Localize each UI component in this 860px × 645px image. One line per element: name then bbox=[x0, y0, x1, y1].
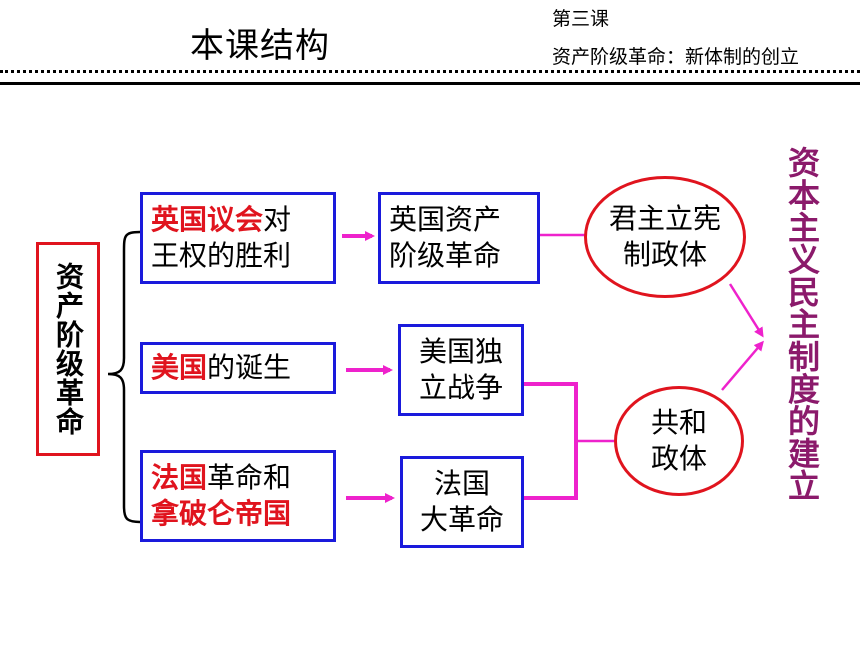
regime-republic-line2: 政体 bbox=[650, 442, 707, 475]
event-england-highlight: 英国议会 bbox=[151, 203, 264, 236]
result-label: 资本主义民主制度的建立 bbox=[783, 146, 821, 502]
lesson-name: 资产阶级革命：新体制的创立 bbox=[552, 46, 800, 68]
revolution-america-line2: 立战争 bbox=[418, 371, 503, 404]
regime-republic-line1: 共和 bbox=[650, 406, 707, 439]
event-england-box: 英国议会对 王权的胜利 bbox=[140, 192, 336, 284]
event-france-highlight: 法国 bbox=[151, 461, 208, 494]
event-france-text: 革命和 bbox=[207, 461, 292, 494]
revolution-england-box: 英国资产 阶级革命 bbox=[378, 192, 540, 284]
regime-monarchy-ellipse: 君主立宪 制政体 bbox=[584, 176, 746, 298]
revolution-france-line1: 法国 bbox=[433, 467, 490, 500]
main-topic-label: 资产阶级革命 bbox=[52, 262, 85, 436]
page-title: 本课结构 bbox=[190, 26, 330, 66]
event-america-highlight: 美国 bbox=[151, 351, 208, 384]
event-france-line1: 法国革命和 bbox=[151, 460, 333, 496]
event-england-text: 对 bbox=[263, 203, 292, 236]
arrow-republic-to-result bbox=[721, 340, 764, 391]
revolution-france-line2: 大革命 bbox=[419, 503, 504, 536]
regime-monarchy-line1: 君主立宪 bbox=[608, 202, 721, 235]
regime-monarchy-line2: 制政体 bbox=[622, 238, 707, 271]
event-england-line2: 王权的胜利 bbox=[151, 239, 292, 272]
revolution-france-box: 法国 大革命 bbox=[400, 456, 524, 548]
header-solid-divider bbox=[0, 82, 860, 85]
event-america-box: 美国的诞生 bbox=[140, 342, 336, 394]
brace-connector bbox=[107, 230, 141, 524]
bracket-america-france bbox=[524, 382, 578, 500]
event-england-line1: 英国议会对 bbox=[151, 202, 333, 238]
revolution-america-line1: 美国独 bbox=[418, 335, 503, 368]
event-france-line2: 拿破仑帝国 bbox=[151, 497, 292, 530]
revolution-america-box: 美国独 立战争 bbox=[398, 324, 524, 416]
regime-republic-ellipse: 共和 政体 bbox=[614, 386, 744, 496]
header-dotted-divider bbox=[0, 70, 860, 73]
main-topic-box: 资产阶级革命 bbox=[36, 242, 100, 456]
event-america-text: 的诞生 bbox=[207, 351, 292, 384]
revolution-england-line1: 英国资产 bbox=[389, 203, 502, 236]
lesson-number: 第三课 bbox=[552, 8, 610, 30]
arrow-monarchy-to-result bbox=[728, 283, 764, 338]
event-america-line: 美国的诞生 bbox=[151, 350, 333, 386]
event-france-box: 法国革命和 拿破仑帝国 bbox=[140, 450, 336, 542]
result-column: 资本主义民主制度的建立 bbox=[776, 146, 828, 564]
revolution-england-line2: 阶级革命 bbox=[389, 239, 502, 272]
